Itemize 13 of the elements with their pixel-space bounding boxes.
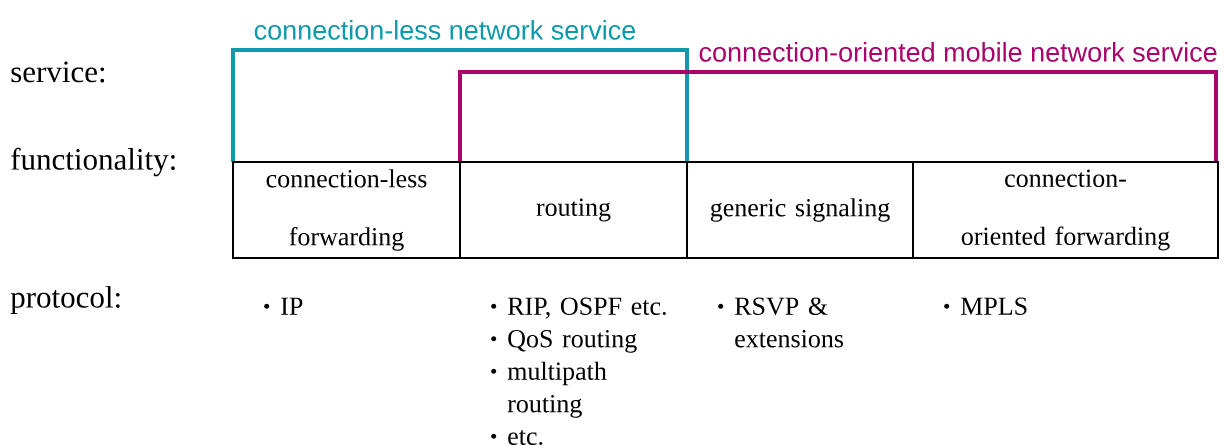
protocol-item: RSVP & extensions: [734, 297, 844, 348]
protocol-item: QoS routing: [508, 329, 637, 353]
protocol-item: IP: [281, 297, 303, 315]
row-label: protocol:: [10, 285, 120, 315]
function-box: connection-less forwarding: [232, 161, 461, 259]
function-box: connection-oriented forwarding: [912, 161, 1219, 259]
row-label: service:: [11, 61, 105, 83]
protocol-item: MPLS: [960, 297, 1027, 315]
function-box: generic signaling: [686, 161, 914, 259]
protocol-item: etc.: [508, 430, 543, 446]
row-label: functionality:: [11, 147, 175, 177]
function-box: routing: [459, 161, 688, 259]
protocol-item: RIP, OSPF etc.: [507, 297, 666, 319]
